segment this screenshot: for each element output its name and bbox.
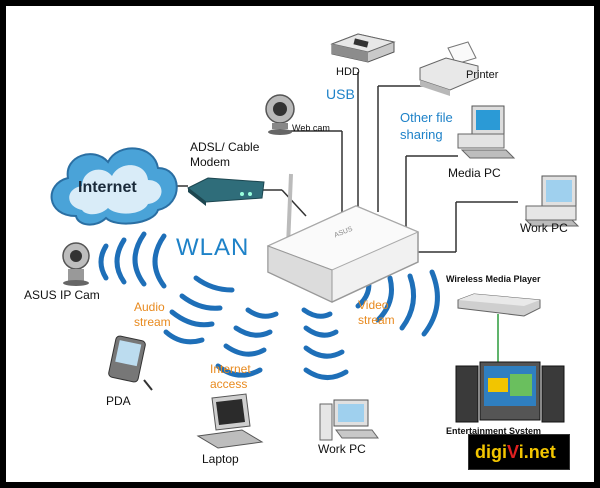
webcam-label: Web cam	[292, 123, 330, 133]
adsl-label-2: Modem	[190, 155, 231, 169]
laptop-label: Laptop	[202, 452, 239, 466]
usb-label: USB	[326, 86, 355, 102]
media-pc-shape	[457, 105, 516, 159]
video-stream-label-2: stream	[358, 313, 395, 327]
work-pc-bottom-shape	[319, 399, 379, 441]
internet-cloud-shape	[50, 147, 178, 226]
entertainment-system-label: Entertainment System	[446, 426, 542, 436]
network-diagram: ASUS HDD Printer USB Web cam Other file …	[6, 6, 594, 482]
video-stream-label-1: Video	[358, 298, 389, 312]
modem-shape	[187, 177, 265, 206]
logo-net: i.net	[518, 442, 556, 462]
media-pc-label: Media PC	[448, 166, 501, 180]
work-pc-top-shape	[524, 175, 580, 227]
work-pc-bottom-label: Work PC	[318, 442, 366, 456]
logo-v: V	[507, 442, 519, 462]
internet-access-label-1: Internet	[210, 362, 251, 376]
laptop-shape	[196, 393, 264, 449]
other-file-sharing-label-2: sharing	[400, 127, 443, 142]
other-file-sharing-label-1: Other file	[400, 110, 453, 125]
hdd-label: HDD	[336, 66, 360, 78]
printer-shape	[419, 41, 479, 96]
webcam-shape	[265, 94, 295, 135]
internet-label: Internet	[78, 179, 137, 196]
adsl-label-1: ADSL/ Cable	[190, 140, 260, 154]
router-shape	[266, 173, 420, 303]
hdd-shape	[330, 33, 396, 63]
pda-label: PDA	[106, 394, 131, 408]
wireless-waves	[98, 231, 440, 380]
printer-label: Printer	[466, 69, 499, 81]
audio-stream-label-2: stream	[134, 315, 171, 329]
ip-cam-shape	[62, 242, 90, 286]
work-pc-top-label: Work PC	[520, 221, 568, 235]
diagram-graphics	[50, 33, 580, 449]
internet-access-label-2: access	[210, 377, 248, 391]
logo-digi: digi	[475, 442, 507, 462]
wireless-media-player-label: Wireless Media Player	[446, 274, 541, 284]
digivi-logo: digiVi.net	[468, 434, 570, 470]
audio-stream-label-1: Audio	[134, 300, 165, 314]
wlan-label: WLAN	[176, 234, 250, 261]
asus-ip-cam-label: ASUS IP Cam	[24, 288, 100, 302]
entertainment-shape	[455, 361, 565, 423]
pda-shape	[108, 335, 153, 391]
wmp-shape	[457, 293, 541, 317]
